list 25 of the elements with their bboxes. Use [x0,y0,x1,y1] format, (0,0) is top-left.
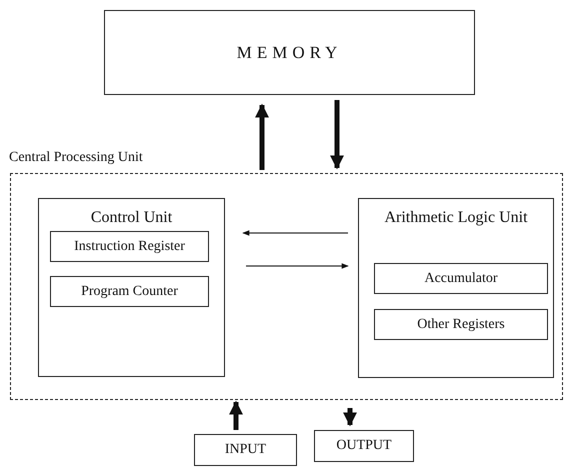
box-label: Other Registers [417,316,505,332]
box-label: Accumulator [424,270,498,286]
box-label: OUTPUT [336,438,392,454]
arrow [229,400,243,430]
box-label: MEMORY [236,42,342,62]
io-box [314,430,414,462]
box-label: Instruction Register [74,238,185,254]
io-box [194,434,297,466]
box-label: Program Counter [81,284,178,300]
register-box [374,263,548,294]
arrow [255,104,269,170]
register-box [50,276,209,307]
unit-box [38,198,225,377]
region-label: Central Processing Unit [9,150,143,166]
arrow [330,100,344,170]
box-label: Control Unit [90,209,172,227]
register-box [50,231,209,262]
arrow [242,230,348,236]
arrow [343,408,357,426]
box-label: INPUT [224,442,266,458]
unit-box [358,198,554,378]
box-label: Arithmetic Logic Unit [384,209,528,227]
arrow [246,263,349,269]
register-box [374,309,548,340]
memory-box [104,10,475,95]
